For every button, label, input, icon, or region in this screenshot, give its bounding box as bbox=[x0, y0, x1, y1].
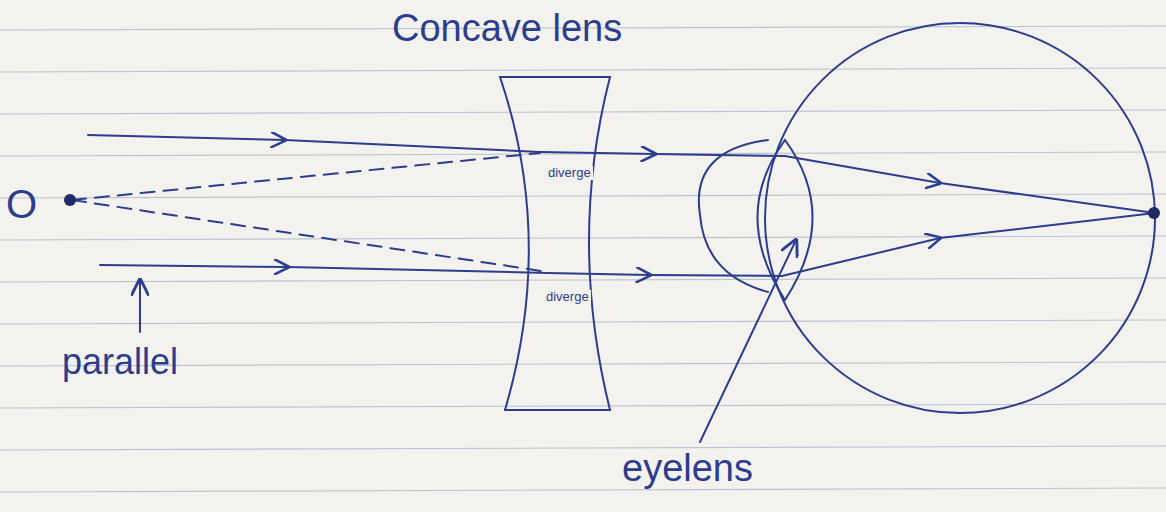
object-point bbox=[64, 194, 76, 206]
object-label: O bbox=[6, 182, 37, 226]
light-rays bbox=[88, 135, 1155, 276]
lens-note: diverge bbox=[546, 166, 593, 180]
virtual-rays bbox=[72, 153, 548, 272]
eyelens-pointer bbox=[700, 240, 796, 442]
ray-label: parallel bbox=[62, 342, 178, 382]
image-point bbox=[1148, 207, 1160, 219]
lens-title: Concave lens bbox=[392, 8, 622, 50]
parallel-pointer bbox=[139, 280, 141, 332]
part-label: eyelens bbox=[622, 448, 753, 490]
concave-lens bbox=[500, 77, 610, 410]
eyeball bbox=[765, 23, 1155, 413]
lens-note: diverge bbox=[544, 290, 591, 304]
notebook-lines bbox=[0, 26, 1166, 492]
